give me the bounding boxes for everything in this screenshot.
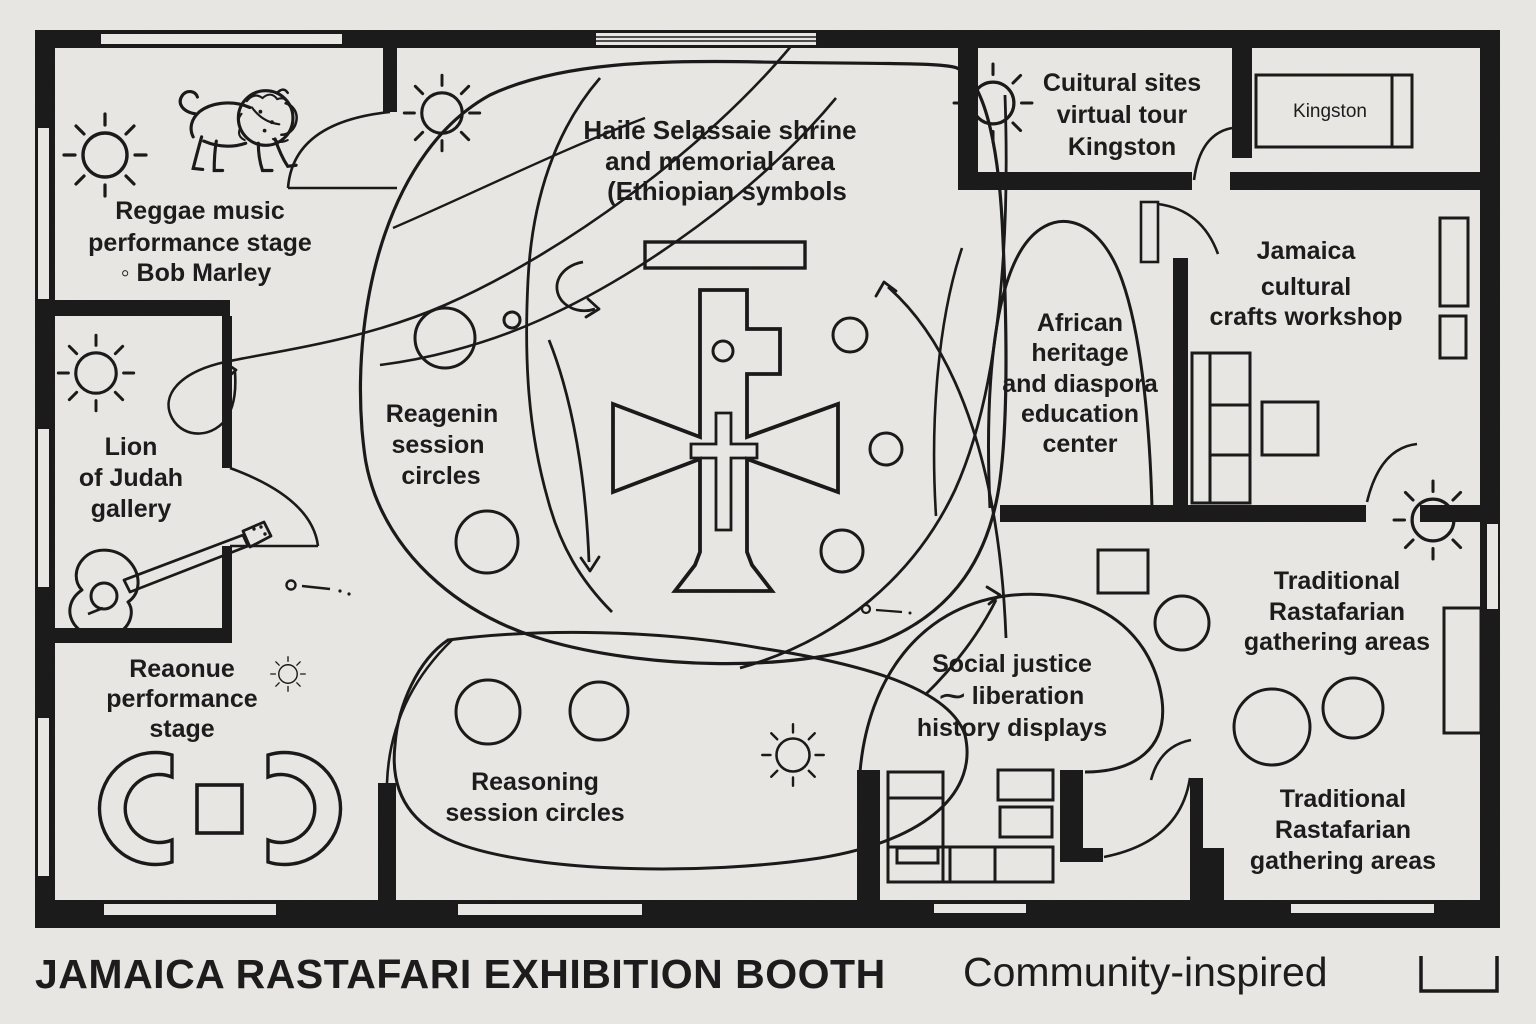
- paper-texture: [0, 0, 1536, 1024]
- floor-plan-poster: Reggae music performance stage ◦ Bob Mar…: [0, 0, 1536, 1024]
- floor-plan-svg: Reggae music performance stage ◦ Bob Mar…: [0, 0, 1536, 1024]
